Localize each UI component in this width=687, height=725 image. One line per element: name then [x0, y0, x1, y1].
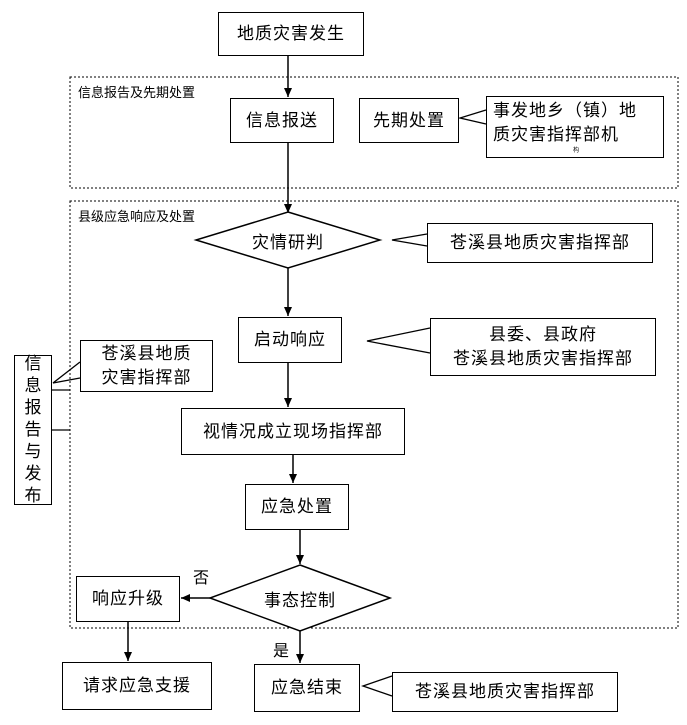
node-site: 视情况成立现场指挥部 — [181, 408, 405, 455]
node-early: 先期处置 — [359, 98, 459, 143]
callout-cmd-end: 苍溪县地质灾害指挥部 — [392, 672, 618, 712]
callout-township-line1: 事发地乡（镇）地 — [493, 101, 637, 121]
pointer-township — [457, 109, 487, 125]
side-char: 布 — [24, 486, 42, 506]
pointer-cmd-end — [361, 675, 393, 697]
callout-cmd-judge: 苍溪县地质灾害指挥部 — [427, 223, 653, 263]
callout-township: 事发地乡（镇）地 质灾害指挥部机 构 — [486, 96, 664, 158]
pointer-left-cmd — [52, 361, 81, 384]
section-frame-info — [69, 76, 679, 189]
side-char: 信 — [24, 354, 42, 374]
node-occur: 地质灾害发生 — [218, 12, 364, 56]
side-info-release: 信 息 报 告 与 发 布 — [14, 354, 52, 506]
node-report: 信息报送 — [230, 98, 334, 143]
node-support: 请求应急支援 — [62, 662, 212, 710]
side-char: 报 — [24, 398, 42, 418]
callout-left-cmd-line2: 灾害指挥部 — [101, 368, 192, 388]
callout-left-cmd-line1: 苍溪县地质 — [101, 344, 192, 364]
node-handle: 应急处置 — [245, 484, 349, 530]
section-label-info: 信息报告及先期处置 — [78, 86, 196, 101]
callout-township-line3: 构 — [573, 147, 581, 154]
callout-gov-line1: 县委、县政府 — [489, 325, 597, 345]
edge-label-no: 否 — [193, 568, 210, 587]
diamond-judge — [193, 211, 383, 269]
side-char: 与 — [24, 442, 42, 462]
pointer-cmd-judge — [391, 233, 428, 247]
section-label-county: 县级应急响应及处置 — [78, 210, 196, 225]
edge-label-yes: 是 — [273, 641, 290, 660]
node-upgrade: 响应升级 — [76, 576, 180, 622]
diamond-control — [207, 564, 393, 632]
callout-gov-line2: 苍溪县地质灾害指挥部 — [453, 349, 633, 369]
section-frame-county — [69, 200, 679, 629]
node-end: 应急结束 — [254, 664, 360, 712]
pointer-gov — [366, 327, 431, 354]
callout-gov: 县委、县政府 苍溪县地质灾害指挥部 — [430, 318, 656, 376]
side-char: 发 — [24, 464, 42, 484]
node-start: 启动响应 — [238, 317, 342, 363]
callout-township-line2: 质灾害指挥部机 — [493, 125, 619, 145]
side-char: 息 — [24, 376, 42, 396]
callout-left-cmd: 苍溪县地质 灾害指挥部 — [80, 340, 213, 392]
side-char: 告 — [24, 420, 42, 440]
